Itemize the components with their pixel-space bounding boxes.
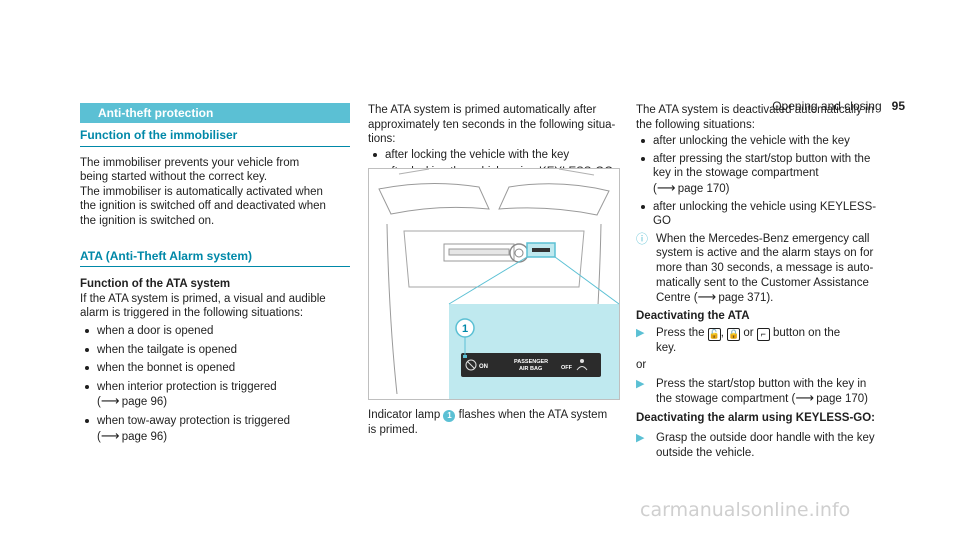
list-item: after unlocking the vehicle using KEYLES…: [636, 200, 906, 229]
column-3: The ATA system is deactivated automatica…: [636, 103, 906, 460]
list-item: when interior protection is triggered(⟶ …: [80, 380, 350, 410]
panel-on-label: ON: [479, 364, 488, 370]
tailgate-key-icon: ⌐: [756, 328, 770, 342]
watermark: carmanualsonline.info: [640, 499, 851, 521]
page-reference-link[interactable]: page 371).: [718, 292, 774, 305]
immobiliser-para-2: The immobiliser is automatically activat…: [80, 185, 326, 227]
alarm-trigger-list: when a door is opened when the tailgate …: [80, 324, 350, 444]
step-2: ▶ Press the start/stop button with the k…: [636, 377, 868, 406]
ata-primed-intro: The ATA system is primed automatically a…: [368, 104, 616, 146]
page-number: 95: [891, 99, 905, 113]
ata-intro: If the ATA system is primed, a visual an…: [80, 292, 326, 320]
page-reference-link[interactable]: page 96): [121, 430, 168, 443]
panel-passenger-label: PASSENGER: [514, 359, 548, 365]
immobiliser-para-1: The immobiliser prevents your vehicle fr…: [80, 156, 300, 184]
heading-deactivating-ata: Deactivating the ATA: [636, 309, 750, 322]
step-1: ▶ Press the 🔓, 🔒 or ⌐ button on the key.: [636, 327, 841, 355]
callout-1-label: 1: [462, 323, 468, 335]
figure-caption: Indicator lamp 1 flashes when the ATA sy…: [368, 409, 608, 436]
arrow-right-icon: ⟶: [100, 427, 120, 443]
arrow-right-icon: ⟶: [697, 289, 717, 305]
panel-airbag-label: AIR BAG: [519, 366, 542, 372]
dashboard-svg: ON PASSENGER AIR BAG OFF 1: [369, 169, 619, 399]
arrow-right-icon: ⟶: [100, 393, 120, 409]
heading-immobiliser: Function of the immobiliser: [80, 128, 350, 147]
panel-off-label: OFF: [561, 365, 573, 371]
page-reference-link[interactable]: page 170): [677, 182, 730, 195]
lock-key-icon: 🔒: [727, 328, 741, 342]
heading-function-ata: Function of the ATA system: [80, 278, 231, 291]
list-item: when the bonnet is opened: [80, 361, 350, 376]
step-arrow-icon: ▶: [636, 327, 645, 340]
section-bar-anti-theft: Anti-theft protection: [80, 103, 350, 123]
column-1: Anti-theft protection Function of the im…: [80, 103, 350, 444]
page-reference-link[interactable]: page 170): [816, 393, 868, 406]
list-item: when the tailgate is opened: [80, 343, 350, 358]
list-item: after locking the vehicle with the key: [368, 148, 628, 163]
heading-deactivating-keyless: Deactivating the alarm using KEYLESS-GO:: [636, 411, 875, 424]
list-item: after pressing the start/stop button wit…: [636, 152, 906, 197]
list-item: when a door is opened: [80, 324, 350, 339]
page-reference-link[interactable]: page 96): [121, 396, 168, 409]
callout-badge: 1: [443, 410, 456, 422]
deactivation-list: after unlocking the vehicle with the key…: [636, 134, 906, 229]
arrow-right-icon: ⟶: [795, 390, 814, 406]
heading-ata: ATA (Anti-Theft Alarm system): [80, 249, 350, 268]
step-3: ▶ Grasp the outside door handle with the…: [636, 432, 875, 459]
section-title: Opening and closing: [772, 99, 882, 113]
unlock-key-icon: 🔓: [707, 328, 721, 342]
list-item: after unlocking the vehicle with the key: [636, 134, 906, 149]
dashboard-illustration: ON PASSENGER AIR BAG OFF 1: [368, 168, 620, 400]
page-header: Opening and closing 95: [772, 99, 905, 114]
emergency-call-note: ⓘ When the Mercedes-Benz emergency call …: [636, 231, 874, 305]
step-arrow-icon: ▶: [636, 377, 645, 390]
info-note-icon: ⓘ: [636, 231, 649, 246]
list-item: when tow-away protection is triggered(⟶ …: [80, 414, 350, 444]
arrow-right-icon: ⟶: [656, 179, 676, 195]
or-separator: or: [636, 358, 647, 371]
deactivated-intro: The ATA system is deactivated automatica…: [636, 104, 874, 131]
step-arrow-icon: ▶: [636, 432, 645, 445]
